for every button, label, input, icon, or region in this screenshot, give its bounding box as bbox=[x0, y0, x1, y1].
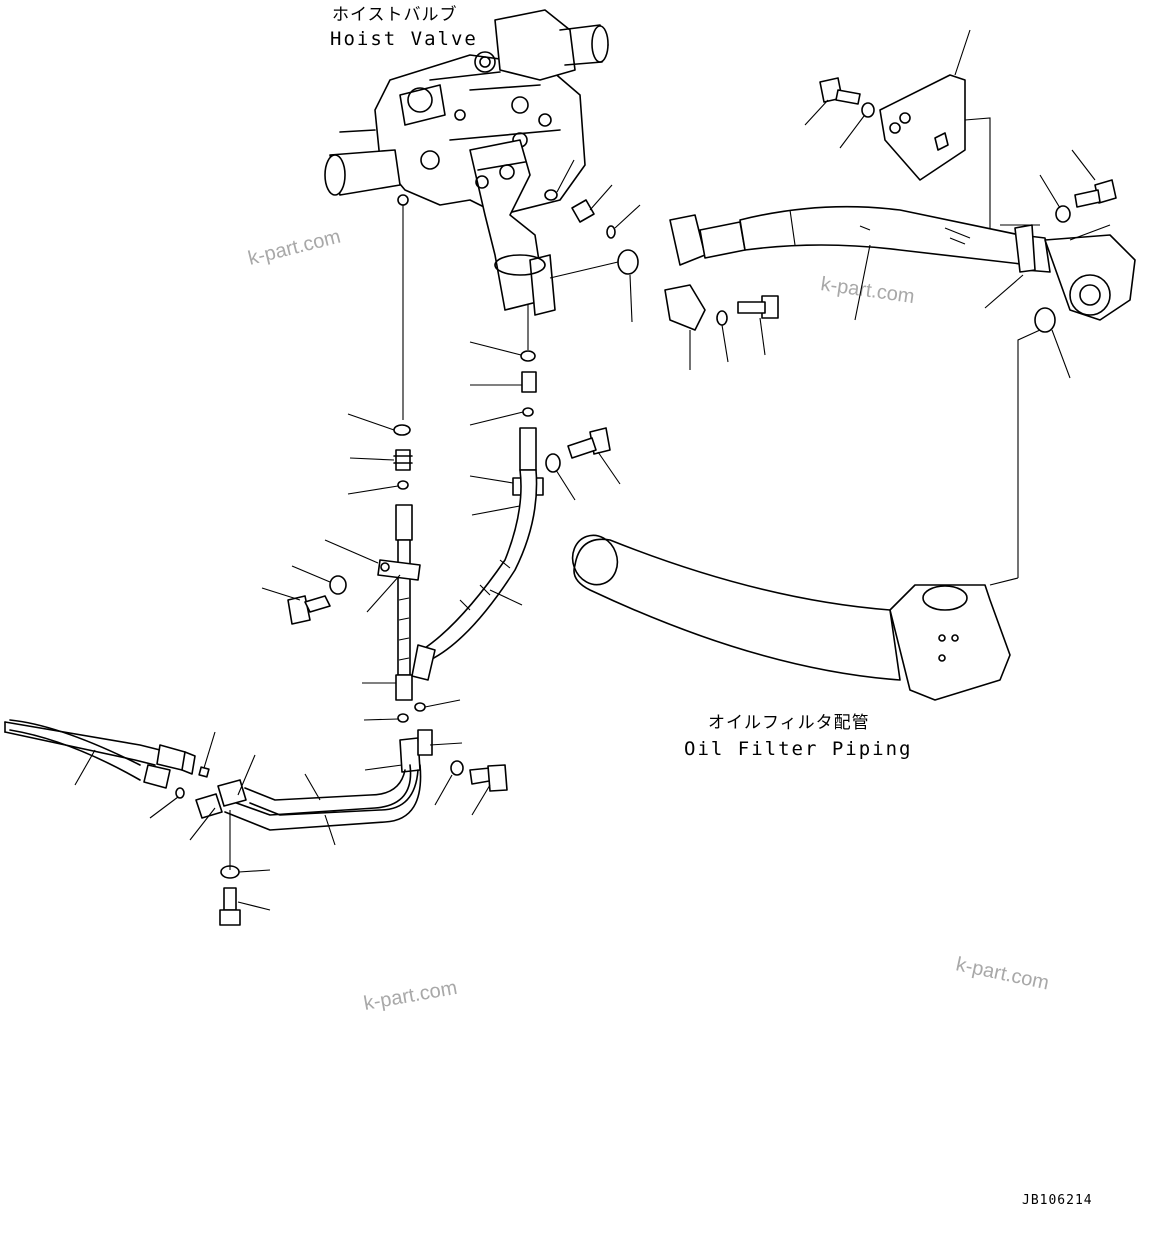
bolt-mid-right bbox=[737, 295, 779, 319]
bolt-left bbox=[287, 595, 331, 625]
left-hose bbox=[377, 504, 421, 701]
bolt-upper-right bbox=[1074, 179, 1117, 208]
watermark-3: k-part.com bbox=[362, 977, 459, 1015]
suction-hose bbox=[669, 205, 1136, 321]
oil-filter-label-en: Oil Filter Piping bbox=[684, 738, 912, 760]
watermark-2: k-part.com bbox=[819, 273, 916, 308]
upper-right-bracket bbox=[879, 74, 966, 181]
bolt-bottom bbox=[219, 887, 241, 926]
left-fitting-stack bbox=[347, 413, 413, 495]
watermark-4: k-part.com bbox=[954, 953, 1051, 994]
hoist-valve-label-jp: ホイストバルブ bbox=[332, 4, 458, 25]
oil-filter-label-jp: オイルフィルタ配管 bbox=[708, 713, 870, 733]
lower-tube-assembly bbox=[195, 729, 508, 831]
oil-filter-pipe bbox=[571, 534, 1011, 701]
drawing-code: JB106214 bbox=[1022, 1193, 1093, 1208]
o-ring-icon bbox=[544, 189, 558, 201]
right-hose bbox=[421, 469, 538, 661]
watermark-1: k-part.com bbox=[246, 226, 343, 270]
fitting-icon bbox=[571, 199, 595, 223]
bolt-upper bbox=[819, 77, 861, 105]
o-ring-large-icon bbox=[617, 249, 639, 275]
left-edge-hoses bbox=[4, 719, 196, 789]
washer-icon bbox=[545, 453, 561, 473]
clamp-piece bbox=[664, 284, 706, 331]
bolt-right-top bbox=[567, 427, 611, 459]
hoist-valve-label-en: Hoist Valve bbox=[330, 28, 478, 50]
hoist-valve bbox=[324, 9, 609, 316]
